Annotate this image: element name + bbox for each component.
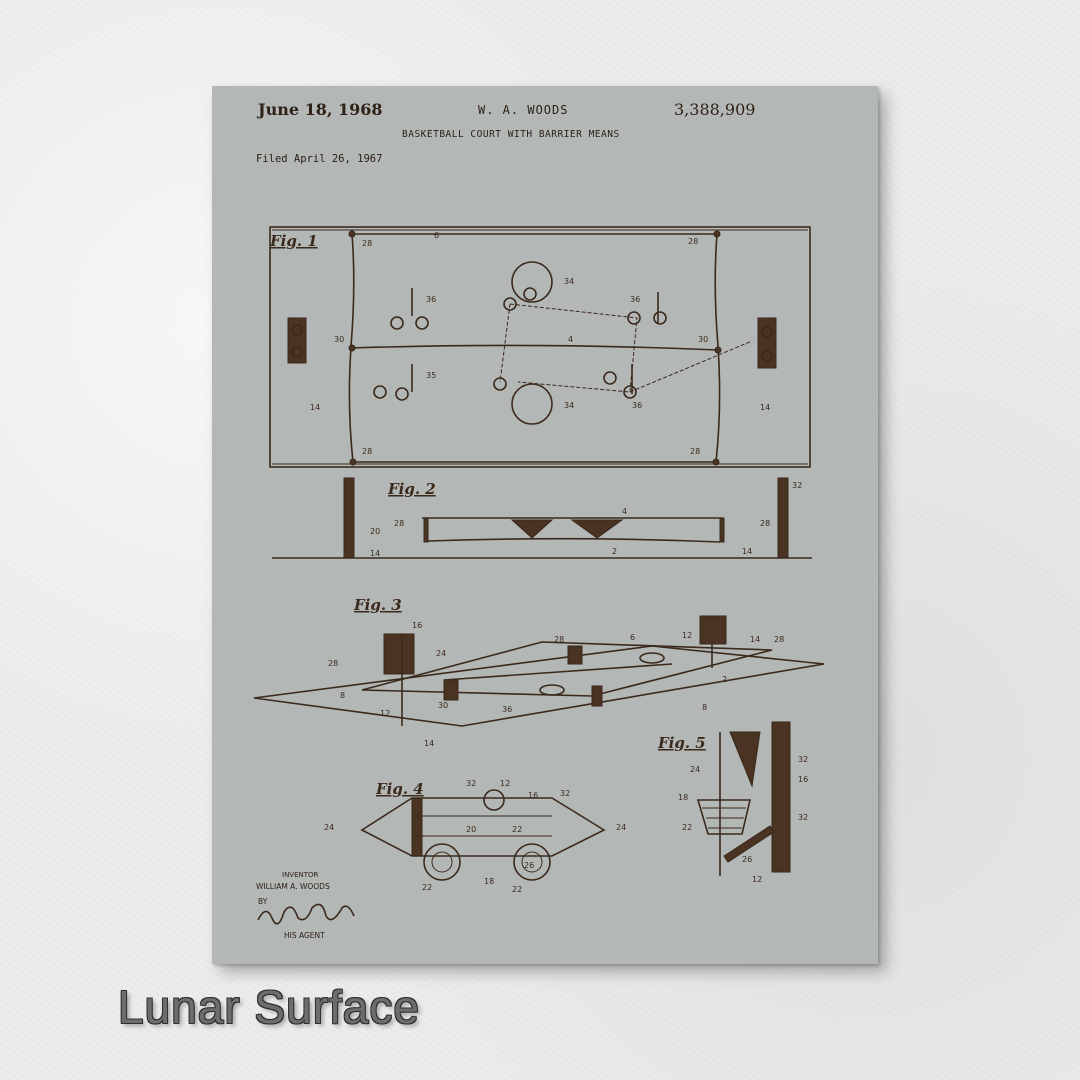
svg-text:28: 28 <box>362 447 372 456</box>
svg-text:2: 2 <box>612 547 617 556</box>
figure-2-elevation: Fig. 2 4 2 20 28 14 14 32 28 <box>272 477 812 559</box>
svg-text:8: 8 <box>702 703 707 712</box>
svg-text:22: 22 <box>682 823 692 832</box>
figure-5-label: Fig. 5 <box>657 734 706 752</box>
svg-text:34: 34 <box>564 401 574 410</box>
inventor-label: INVENTOR <box>282 871 319 879</box>
patent-filed-date: Filed April 26, 1967 <box>256 153 383 165</box>
svg-text:16: 16 <box>798 775 808 784</box>
by-label: BY <box>258 897 268 906</box>
svg-text:12: 12 <box>752 875 762 884</box>
figure-5-goal-side: Fig. 5 24 32 16 18 22 32 26 12 <box>657 721 808 884</box>
svg-text:26: 26 <box>742 855 752 864</box>
figure-1-right-goal <box>757 317 777 369</box>
patent-inventor-header: W. A. WOODS <box>478 103 569 117</box>
svg-text:28: 28 <box>328 659 338 668</box>
svg-text:24: 24 <box>436 649 446 658</box>
svg-text:20: 20 <box>466 825 476 834</box>
svg-text:14: 14 <box>742 547 752 556</box>
svg-text:16: 16 <box>412 621 422 630</box>
svg-text:14: 14 <box>370 549 380 558</box>
figure-4-goal-top: Fig. 4 32 12 16 32 24 24 20 22 22 18 22 … <box>324 779 626 894</box>
svg-text:28: 28 <box>688 237 698 246</box>
svg-text:6: 6 <box>434 231 439 240</box>
inventor-name: WILLIAM A. WOODS <box>256 882 330 891</box>
svg-text:20: 20 <box>370 527 380 536</box>
svg-text:12: 12 <box>500 779 510 788</box>
svg-text:30: 30 <box>438 701 448 710</box>
svg-text:32: 32 <box>798 755 808 764</box>
svg-text:12: 12 <box>682 631 692 640</box>
svg-text:14: 14 <box>760 403 770 412</box>
svg-text:30: 30 <box>698 335 708 344</box>
svg-text:22: 22 <box>512 885 522 894</box>
patent-number: 3,388,909 <box>674 100 756 119</box>
svg-text:22: 22 <box>512 825 522 834</box>
svg-text:6: 6 <box>630 633 635 642</box>
svg-text:22: 22 <box>422 883 432 892</box>
svg-text:14: 14 <box>424 739 434 748</box>
svg-text:18: 18 <box>678 793 688 802</box>
svg-text:35: 35 <box>426 371 436 380</box>
svg-text:36: 36 <box>502 705 512 714</box>
figure-4-label: Fig. 4 <box>375 780 424 798</box>
svg-text:34: 34 <box>564 277 574 286</box>
svg-text:24: 24 <box>616 823 626 832</box>
svg-text:18: 18 <box>484 877 494 886</box>
agent-signature <box>257 903 355 925</box>
patent-title: BASKETBALL COURT WITH BARRIER MEANS <box>402 129 620 140</box>
svg-text:4: 4 <box>568 335 573 344</box>
svg-text:28: 28 <box>760 519 770 528</box>
patent-date: June 18, 1968 <box>258 100 383 119</box>
svg-text:24: 24 <box>324 823 334 832</box>
svg-text:32: 32 <box>466 779 476 788</box>
svg-text:36: 36 <box>426 295 436 304</box>
figure-1-court-plan: Fig. 1 <box>269 226 811 468</box>
svg-text:32: 32 <box>798 813 808 822</box>
figure-1-left-goal <box>287 317 307 364</box>
svg-text:28: 28 <box>690 447 700 456</box>
svg-text:14: 14 <box>750 635 760 644</box>
svg-text:8: 8 <box>340 691 345 700</box>
patent-print: June 18, 1968 W. A. WOODS 3,388,909 BASK… <box>212 86 878 964</box>
svg-text:28: 28 <box>362 239 372 248</box>
figure-1-label: Fig. 1 <box>269 232 318 250</box>
patent-drawing: Fig. 1 <box>253 226 825 925</box>
svg-text:24: 24 <box>690 765 700 774</box>
svg-text:30: 30 <box>334 335 344 344</box>
svg-text:16: 16 <box>528 791 538 800</box>
figure-3-perspective: Fig. 3 28 16 24 8 12 30 36 14 28 6 12 14 <box>253 596 825 748</box>
svg-text:28: 28 <box>394 519 404 528</box>
figure-3-label: Fig. 3 <box>353 596 402 614</box>
figure-2-label: Fig. 2 <box>387 480 436 498</box>
agent-label: HIS AGENT <box>284 931 325 940</box>
svg-text:32: 32 <box>792 481 802 490</box>
svg-text:32: 32 <box>560 789 570 798</box>
svg-text:36: 36 <box>630 295 640 304</box>
svg-text:2: 2 <box>722 675 727 684</box>
svg-text:28: 28 <box>554 635 564 644</box>
svg-text:28: 28 <box>774 635 784 644</box>
product-caption: Lunar Surface <box>118 981 420 1033</box>
svg-text:12: 12 <box>380 709 390 718</box>
svg-text:14: 14 <box>310 403 320 412</box>
svg-text:4: 4 <box>622 507 627 516</box>
svg-text:36: 36 <box>632 401 642 410</box>
svg-text:26: 26 <box>524 861 534 870</box>
